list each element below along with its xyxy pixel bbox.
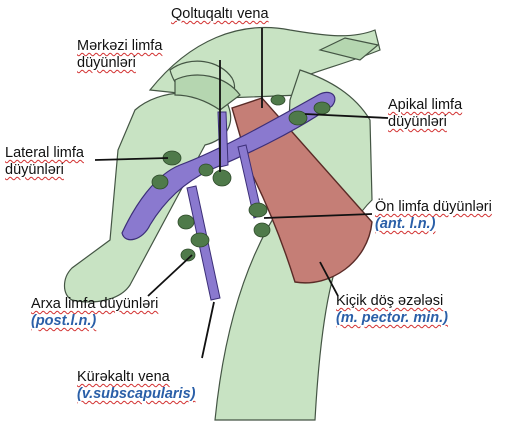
- leader-posterior-nodes: [147, 254, 193, 297]
- anterior-lymph-node: [253, 222, 271, 238]
- apical-lymph-node: [288, 110, 308, 126]
- humeral-head-shade: [174, 74, 241, 111]
- leader-lateral-nodes: [94, 157, 169, 161]
- label-subclavian-vein: Qoltuqaltı vena: [171, 6, 269, 22]
- acromion: [318, 37, 380, 61]
- label-subscapular-vein-latin: (v.subscapularis): [77, 386, 196, 402]
- leader-lines: [94, 28, 389, 359]
- leader-subscapular-vein: [201, 301, 215, 359]
- label-apical-nodes: Apikal limfa düyünləri: [388, 97, 463, 130]
- leader-pectoralis-minor: [319, 261, 339, 297]
- axillary-vein: [121, 91, 336, 241]
- leader-anterior-nodes: [263, 213, 373, 219]
- central-lymph-node: [198, 163, 214, 177]
- label-posterior-nodes-latin: (post.l.n.): [31, 313, 97, 329]
- apical-lymph-node: [313, 101, 331, 115]
- lateral-lymph-node: [151, 174, 169, 190]
- label-lateral-nodes: Lateral limfa düyünləri: [5, 145, 84, 178]
- label-subscapular-vein: Kürəkaltı vena (v.subscapularis): [77, 369, 196, 402]
- label-posterior-nodes: Arxa limfa düyünləri (post.l.n.): [31, 296, 159, 329]
- anterior-lymph-node: [248, 202, 268, 218]
- leader-apical-nodes: [304, 113, 389, 119]
- label-pectoralis-minor-latin: (m. pector. min.): [336, 310, 448, 326]
- label-central-nodes: Mərkəzi limfa düyünləri: [77, 38, 163, 71]
- label-anterior-nodes-latin: (ant. l.n.): [375, 216, 436, 232]
- label-pectoralis-minor: Kiçik döş əzələsi (m. pector. min.): [336, 293, 448, 326]
- posterior-lymph-node: [180, 248, 196, 262]
- posterior-lymph-node: [177, 214, 195, 230]
- lymph-nodes: [151, 94, 331, 262]
- central-lymph-node: [212, 169, 232, 187]
- label-anterior-nodes: Ön limfa düyünləri (ant. l.n.): [375, 199, 492, 232]
- posterior-lymph-node: [190, 232, 210, 248]
- apical-lymph-node: [270, 94, 286, 106]
